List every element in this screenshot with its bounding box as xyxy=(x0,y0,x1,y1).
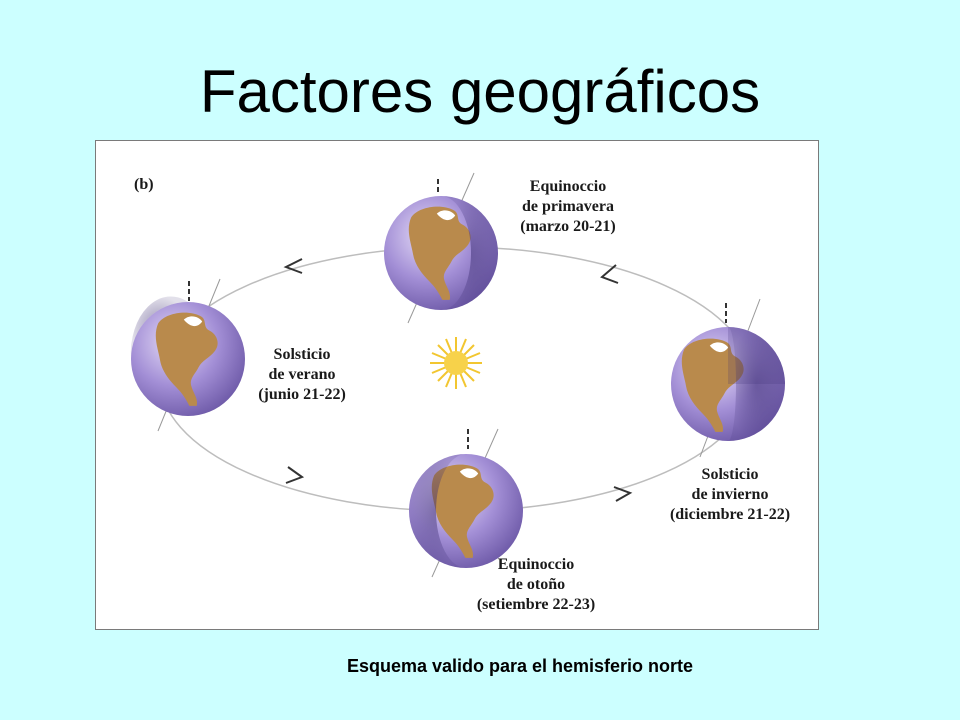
label-autumn-equinox: Equinoccio de otoño (setiembre 22-23) xyxy=(477,556,595,613)
label-winter-solstice: Solsticio de invierno (diciembre 21-22) xyxy=(670,466,790,523)
globe-summer-solstice xyxy=(130,278,245,432)
slide-title: Factores geográficos xyxy=(199,58,761,125)
slide-caption: Esquema valido para el hemisferio norte xyxy=(346,656,694,676)
orbit-arrow-bottom-right xyxy=(613,486,633,502)
orbit-diagram: (b) xyxy=(95,140,819,630)
svg-text:de otoño: de otoño xyxy=(507,576,565,593)
svg-text:de verano: de verano xyxy=(268,366,335,383)
globe-autumn-equinox xyxy=(409,428,523,578)
sun-icon xyxy=(430,337,482,389)
svg-text:(junio 21-22): (junio 21-22) xyxy=(258,386,346,403)
orbit-arrow-top-right xyxy=(600,264,619,284)
svg-text:(marzo 20-21): (marzo 20-21) xyxy=(520,218,616,235)
globe-winter-solstice xyxy=(671,298,785,458)
svg-text:(setiembre 22-23): (setiembre 22-23) xyxy=(477,596,595,613)
label-summer-solstice: Solsticio de verano (junio 21-22) xyxy=(258,346,346,403)
orbit-arrow-top-left xyxy=(283,258,303,274)
svg-text:de invierno: de invierno xyxy=(692,486,769,503)
orbit-diagram-svg: (b) xyxy=(130,172,790,613)
panel-tag: (b) xyxy=(134,176,154,193)
svg-text:(diciembre 21-22): (diciembre 21-22) xyxy=(670,506,790,523)
label-spring-equinox: Equinoccio de primavera (marzo 20-21) xyxy=(520,178,616,235)
svg-text:Equinoccio: Equinoccio xyxy=(498,556,574,573)
svg-text:Equinoccio: Equinoccio xyxy=(530,178,606,195)
svg-text:Solsticio: Solsticio xyxy=(702,466,759,483)
orbit-arrow-bottom-left xyxy=(285,466,305,484)
svg-text:de primavera: de primavera xyxy=(522,198,614,215)
svg-text:Solsticio: Solsticio xyxy=(274,346,331,363)
globe-spring-equinox xyxy=(384,172,498,324)
